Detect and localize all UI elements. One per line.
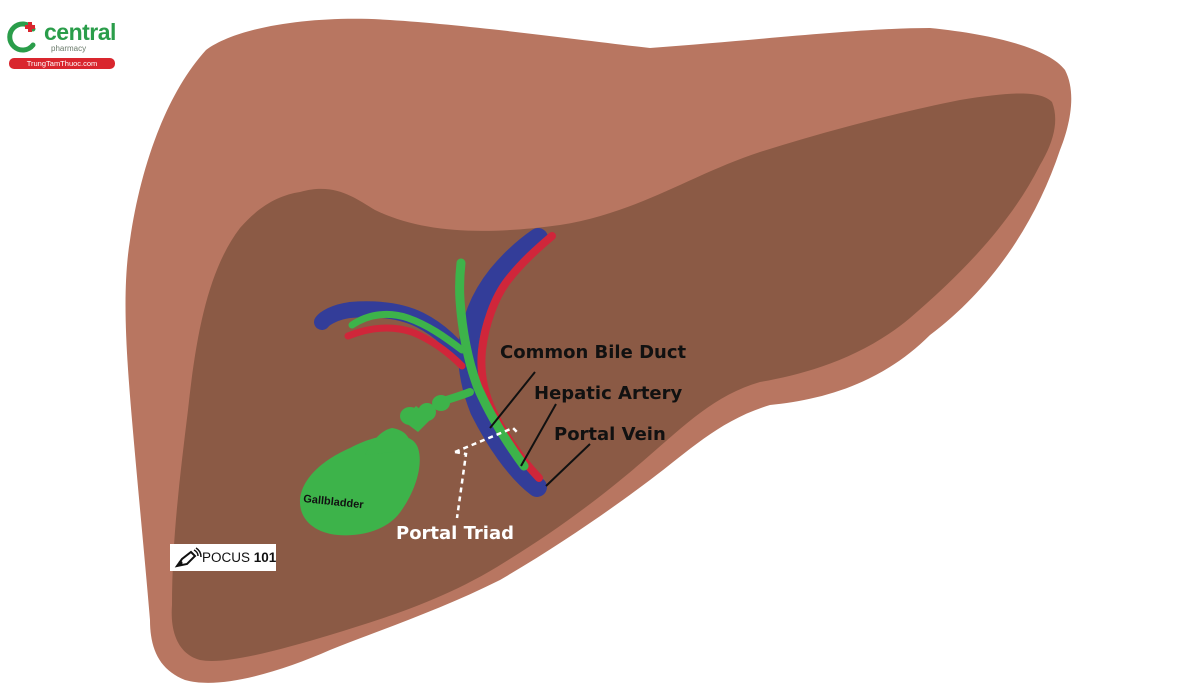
- logo-website: TrungTamThuoc.com: [9, 58, 115, 69]
- hepatic-artery-left-branch: [344, 324, 466, 370]
- common-bile-duct-label: Common Bile Duct: [500, 342, 686, 363]
- portal-triad-marker: [454, 426, 519, 519]
- portal-vein-pointer: [545, 443, 591, 487]
- central-pharmacy-logo[interactable]: central pharmacy TrungTamThuoc.com: [4, 16, 116, 72]
- pocus-badge-text: POCUS 101: [202, 551, 276, 565]
- gallbladder: [300, 395, 450, 536]
- logo-brand-name: central: [44, 19, 116, 45]
- portal-triad-label: Portal Triad: [396, 523, 514, 544]
- common-bile-duct: [455, 258, 529, 471]
- medical-cross-c-icon: [7, 21, 36, 53]
- hepatic-artery-pointer: [520, 403, 557, 467]
- bile-duct-left-branch: [348, 310, 466, 354]
- hepatic-artery-label: Hepatic Artery: [534, 383, 683, 404]
- pocus-101-badge: POCUS 101: [170, 544, 276, 571]
- pocus-number: 101: [253, 550, 277, 565]
- pocus-text: POCUS: [202, 550, 251, 565]
- ultrasound-probe-icon: [174, 547, 202, 568]
- logo-brand-subtitle: pharmacy: [51, 44, 87, 53]
- portal-vein-label: Portal Vein: [554, 424, 666, 445]
- common-bile-duct-pointer: [489, 371, 536, 429]
